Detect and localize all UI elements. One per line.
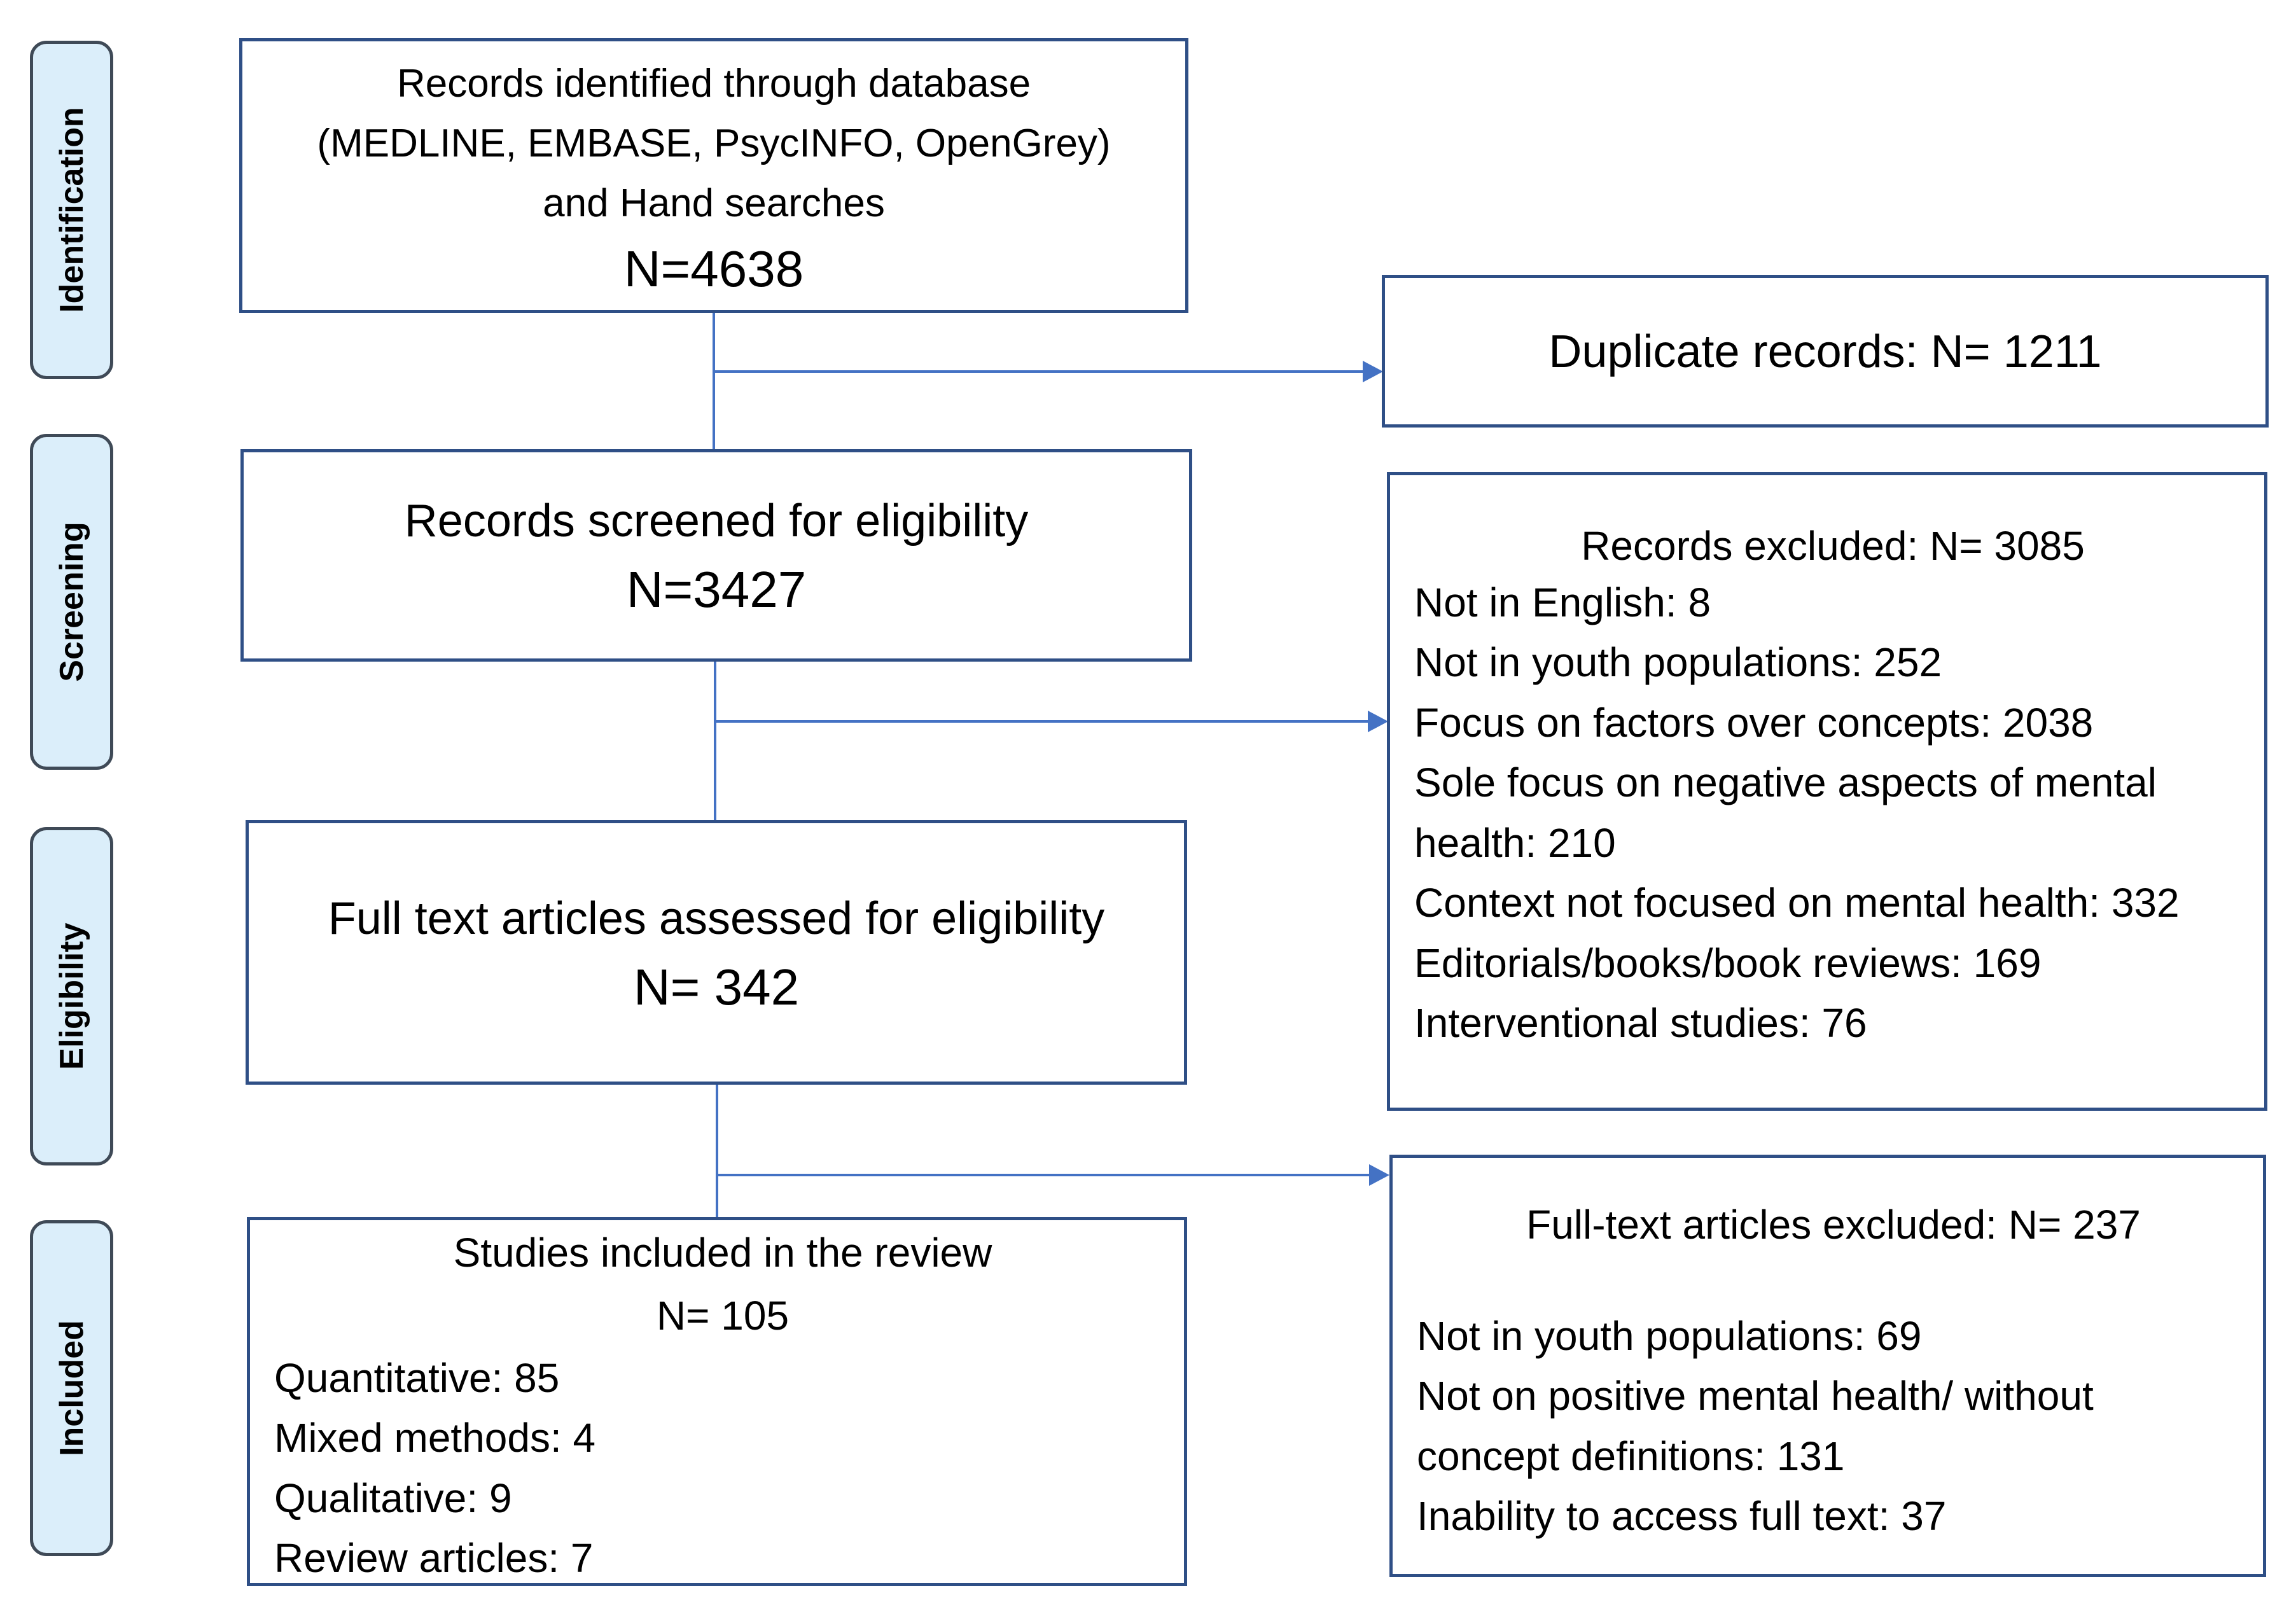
box-fulltext-assessed: Full text articles assessed for eligibil… (246, 820, 1187, 1085)
included-item: Mixed methods: 4 (274, 1415, 596, 1461)
identified-line1: Records identified through database (396, 62, 1031, 106)
included-count: N= 105 (656, 1292, 790, 1339)
stage-included-label: Included (53, 1320, 90, 1456)
fulltext-excluded-item: Not on positive mental health/ without (1417, 1373, 2094, 1419)
stage-eligibility-label: Eligibility (53, 922, 90, 1070)
records-excluded-item: Not in youth populations: 252 (1414, 639, 1942, 685)
fulltext-excluded-item: Not in youth populations: 69 (1417, 1312, 1922, 1359)
fulltext-excluded-item: concept definitions: 131 (1417, 1433, 1845, 1479)
stage-screening-label: Screening (53, 522, 90, 682)
fulltext-excluded-title: Full-text articles excluded: N= 237 (1526, 1202, 2141, 1248)
box-duplicate-records: Duplicate records: N= 1211 (1382, 275, 2269, 428)
records-excluded-item: Interventional studies: 76 (1414, 1000, 1867, 1046)
screened-line1: Records screened for eligibility (404, 496, 1029, 546)
records-excluded-item: Focus on factors over concepts: 2038 (1414, 699, 2094, 746)
stage-identification-label: Identification (53, 107, 90, 313)
included-line1: Studies included in the review (453, 1230, 992, 1276)
included-item: Quantitative: 85 (274, 1354, 560, 1401)
arrowhead-records-excluded (1368, 711, 1388, 732)
fulltext-count: N= 342 (633, 959, 800, 1015)
stage-included: Included (30, 1220, 113, 1556)
box-studies-included: Studies included in the review N= 105 Qu… (247, 1217, 1187, 1586)
arrowhead-duplicates (1363, 361, 1383, 382)
included-item: Review articles: 7 (274, 1535, 594, 1581)
fulltext-excluded-item: Inability to access full text: 37 (1417, 1493, 1947, 1539)
box-records-excluded: Records excluded: N= 3085 Not in English… (1387, 472, 2267, 1111)
duplicates-text: Duplicate records: N= 1211 (1548, 326, 2102, 377)
included-item: Qualitative: 9 (274, 1475, 512, 1521)
identified-line3: and Hand searches (543, 181, 885, 225)
arrowhead-fulltext-excluded (1369, 1164, 1389, 1186)
records-excluded-item: Context not focused on mental health: 33… (1414, 880, 2180, 926)
fulltext-line1: Full text articles assessed for eligibil… (328, 893, 1105, 944)
box-records-identified: Records identified through database (MED… (239, 38, 1188, 313)
identified-line2: (MEDLINE, EMBASE, PsycINFO, OpenGrey) (317, 122, 1111, 165)
records-excluded-item: Not in English: 8 (1414, 579, 1711, 625)
stage-screening: Screening (30, 434, 113, 770)
box-fulltext-excluded: Full-text articles excluded: N= 237 Not … (1389, 1155, 2266, 1577)
box-records-screened: Records screened for eligibility N=3427 (240, 449, 1192, 662)
stage-eligibility: Eligibility (30, 827, 113, 1165)
screened-count: N=3427 (626, 561, 807, 618)
records-excluded-item: Editorials/books/book reviews: 169 (1414, 940, 2042, 986)
records-excluded-item: Sole focus on negative aspects of mental (1414, 760, 2157, 805)
records-excluded-title: Records excluded: N= 3085 (1581, 523, 2085, 569)
records-excluded-item: health: 210 (1414, 819, 1616, 866)
identified-count: N=4638 (623, 240, 804, 297)
stage-identification: Identification (30, 41, 113, 379)
